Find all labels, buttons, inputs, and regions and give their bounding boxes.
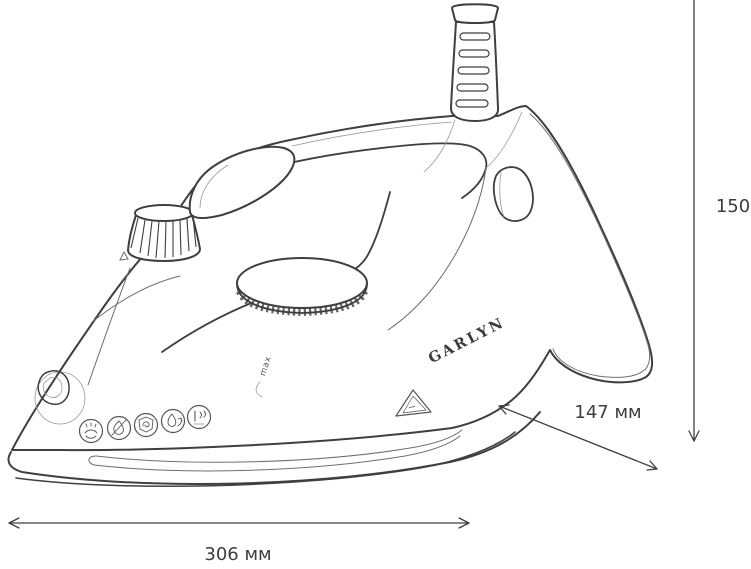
width-arrowhead-right [458,517,470,529]
width-dimension: 306 мм [8,517,470,565]
tank-front-edge [87,267,131,386]
soleplate-outer-edge [7,411,541,486]
nozzle-outer [37,370,70,406]
spray-cap-shaft [450,21,500,122]
anti-calc-icon [133,412,159,438]
steam-knob [119,204,201,262]
spray-trigger-button [188,145,296,219]
soleplate [7,411,541,488]
depth-value: 147 мм [574,402,641,423]
depth-dimension-line [498,405,658,470]
spray-cap-rim [451,3,499,24]
depth-arrowhead-left [498,404,510,415]
anti-drip-icon [106,415,132,441]
iron-heel [492,113,651,378]
cap-base-crease [423,119,456,173]
cord-hole [492,166,534,222]
heel-inner-line [529,113,651,371]
height-arrowhead [688,430,700,442]
steam-knob-pointer [119,250,129,261]
soleplate-inner-plate-top [95,429,463,463]
feature-icons-row [78,404,212,444]
soleplate-lower-edge [15,431,516,488]
soleplate-inner-plate-bottom [93,435,461,472]
spray-trigger-crease [199,164,229,209]
spray-trigger [188,145,296,219]
spray-cap-ribs [455,32,491,108]
hot-surface-warning-icon [395,389,432,417]
handle-window-back-edge [387,167,487,331]
nozzle-inner [42,377,63,398]
spray-icon [78,418,104,444]
heel-foot-line [552,348,645,378]
cord-hole-inner-line [499,171,505,218]
width-value: 306 мм [204,544,271,565]
steam-knob-top [134,204,194,222]
handle-top-highlight [291,121,453,147]
height-dimension: 150 [688,0,750,442]
vertical-steam-icon [186,404,212,430]
steam-knob-ribs [130,216,197,259]
spray-cap [450,3,500,122]
depth-dimension: 147 мм [498,402,658,471]
temperature-dial [236,257,368,317]
dial-top-face [236,257,368,309]
max-pointer-squiggle [255,381,263,398]
spray-nozzle [34,370,86,425]
tank-seam [91,275,181,323]
handle-lower-edge [229,142,488,199]
height-value: 150 [716,196,750,217]
saddle-crease [485,111,523,169]
self-clean-icon [160,408,186,434]
soleplate-inner-plate-cap [88,455,97,466]
depth-arrowhead-right [646,460,658,471]
dial-knurl-ticks [236,288,368,317]
width-arrowhead-left [8,517,20,529]
steam-knob-body [127,214,201,262]
